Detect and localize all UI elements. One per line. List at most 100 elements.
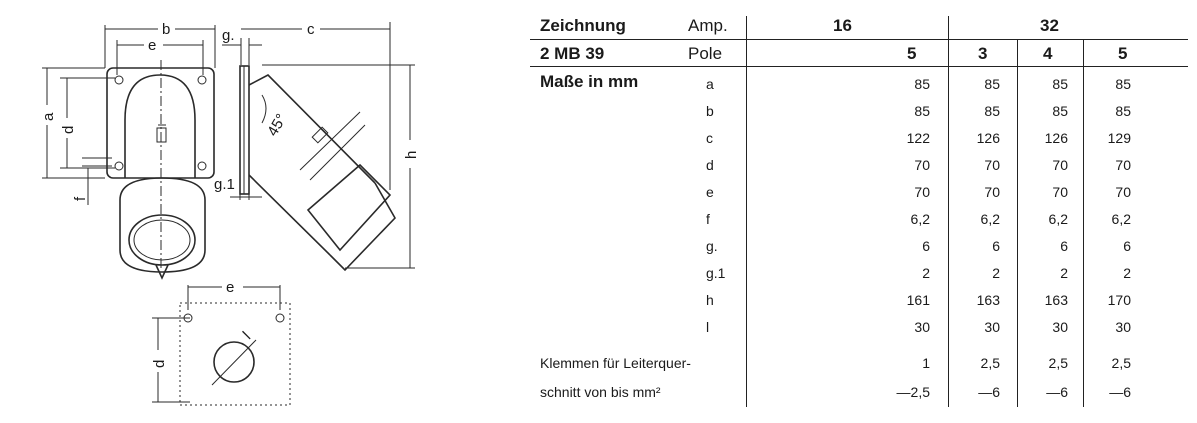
cell-b-1: 85 — [914, 103, 930, 119]
dimension-f: f — [72, 157, 112, 205]
cell-g1-4: 2 — [1123, 265, 1131, 281]
cell-c-4: 129 — [1107, 130, 1131, 146]
cell-g1-1: 2 — [922, 265, 930, 281]
cell-d-1: 70 — [914, 157, 930, 173]
side-view: 45° g.1 h — [214, 64, 420, 272]
klemmen-from-4: 2,5 — [1111, 355, 1131, 371]
cell-d-4: 70 — [1115, 157, 1131, 173]
label-h: h — [403, 151, 420, 159]
dim-label-g1: g.1 — [706, 265, 726, 281]
label-g1: g.1 — [214, 176, 235, 193]
cell-a-2: 85 — [984, 76, 1000, 92]
cell-h-1: 161 — [906, 292, 930, 308]
label-g: g. — [222, 27, 235, 44]
header-amp: Amp. — [688, 16, 728, 35]
cell-l-4: 30 — [1115, 319, 1131, 335]
cell-b-2: 85 — [984, 103, 1000, 119]
klemmen-label-1: Klemmen für Leiterquer- — [540, 355, 691, 371]
header-amp-32: 32 — [1040, 16, 1059, 35]
cell-a-1: 85 — [914, 76, 930, 92]
technical-drawing: b e g. c a d f — [40, 21, 420, 406]
column-divider-3 — [1017, 40, 1018, 407]
label-d2: d — [151, 360, 168, 368]
pole-col-4: 5 — [1118, 44, 1128, 63]
cell-f-1: 6,2 — [910, 211, 930, 227]
header-type: 2 MB 39 — [540, 44, 605, 63]
cell-e-1: 70 — [914, 184, 930, 200]
klemmen-from-2: 2,5 — [980, 355, 1000, 371]
dimension-table: Zeichnung Amp. 16 32 2 MB 39 Pole 5 3 4 … — [530, 0, 1190, 423]
cell-h-3: 163 — [1044, 292, 1068, 308]
dim-label-h: h — [706, 292, 714, 308]
dimension-c: c — [241, 21, 391, 190]
dimension-d: d — [60, 77, 115, 169]
cell-h-4: 170 — [1107, 292, 1131, 308]
cell-l-1: 30 — [914, 319, 930, 335]
cell-b-4: 85 — [1115, 103, 1131, 119]
column-divider-4 — [1083, 40, 1084, 407]
cell-d-2: 70 — [984, 157, 1000, 173]
column-divider-2 — [948, 16, 949, 407]
cell-c-2: 126 — [976, 130, 1000, 146]
label-a: a — [40, 112, 57, 121]
cell-g-4: 6 — [1123, 238, 1131, 254]
column-divider-1 — [746, 16, 747, 407]
cell-c-3: 126 — [1044, 130, 1068, 146]
cell-g1-3: 2 — [1060, 265, 1068, 281]
cell-f-3: 6,2 — [1048, 211, 1068, 227]
dimension-e: e — [116, 37, 204, 75]
front-view — [106, 60, 215, 280]
cutout-view: e d l — [151, 279, 291, 406]
cell-e-2: 70 — [984, 184, 1000, 200]
dim-label-a: a — [706, 76, 714, 92]
dim-label-e: e — [706, 184, 714, 200]
klemmen-to-3: —6 — [1046, 384, 1068, 400]
cell-b-3: 85 — [1052, 103, 1068, 119]
klemmen-from-1: 1 — [922, 355, 930, 371]
header-divider-2 — [530, 66, 1188, 67]
cell-f-2: 6,2 — [980, 211, 1000, 227]
label-b: b — [162, 21, 170, 38]
cell-g-2: 6 — [992, 238, 1000, 254]
pole-col-2: 3 — [978, 44, 988, 63]
klemmen-to-2: —6 — [978, 384, 1000, 400]
cell-a-4: 85 — [1115, 76, 1131, 92]
masse-label: Maße in mm — [540, 72, 639, 91]
dimension-a: a — [40, 67, 105, 179]
dimension-b: b — [104, 21, 216, 68]
pole-col-1: 5 — [907, 44, 917, 63]
label-f: f — [72, 196, 89, 201]
dimension-g: g. — [222, 27, 262, 65]
dim-label-g: g. — [706, 238, 718, 254]
klemmen-to-4: —6 — [1109, 384, 1131, 400]
cell-l-3: 30 — [1052, 319, 1068, 335]
cell-g-3: 6 — [1060, 238, 1068, 254]
cell-g1-2: 2 — [992, 265, 1000, 281]
dim-label-d: d — [706, 157, 714, 173]
header-pole: Pole — [688, 44, 723, 63]
cell-e-4: 70 — [1115, 184, 1131, 200]
pole-col-3: 4 — [1043, 44, 1053, 63]
cell-a-3: 85 — [1052, 76, 1068, 92]
cell-l-2: 30 — [984, 319, 1000, 335]
label-e2: e — [226, 279, 234, 296]
label-l: l — [240, 329, 254, 343]
klemmen-from-3: 2,5 — [1048, 355, 1068, 371]
dim-label-l: l — [706, 319, 710, 335]
cell-f-4: 6,2 — [1111, 211, 1131, 227]
label-angle: 45° — [264, 111, 290, 139]
label-e: e — [148, 37, 156, 54]
cell-h-2: 163 — [976, 292, 1000, 308]
label-d: d — [60, 126, 77, 134]
header-divider-1 — [530, 39, 1188, 40]
header-zeichnung: Zeichnung — [540, 16, 626, 35]
cell-g-1: 6 — [922, 238, 930, 254]
label-c: c — [307, 21, 315, 38]
header-amp-16: 16 — [833, 16, 852, 35]
cell-d-3: 70 — [1052, 157, 1068, 173]
dim-label-c: c — [706, 130, 713, 146]
dim-label-b: b — [706, 103, 714, 119]
cell-e-3: 70 — [1052, 184, 1068, 200]
klemmen-to-1: —2,5 — [896, 384, 930, 400]
klemmen-label-2: schnitt von bis mm² — [540, 384, 661, 400]
